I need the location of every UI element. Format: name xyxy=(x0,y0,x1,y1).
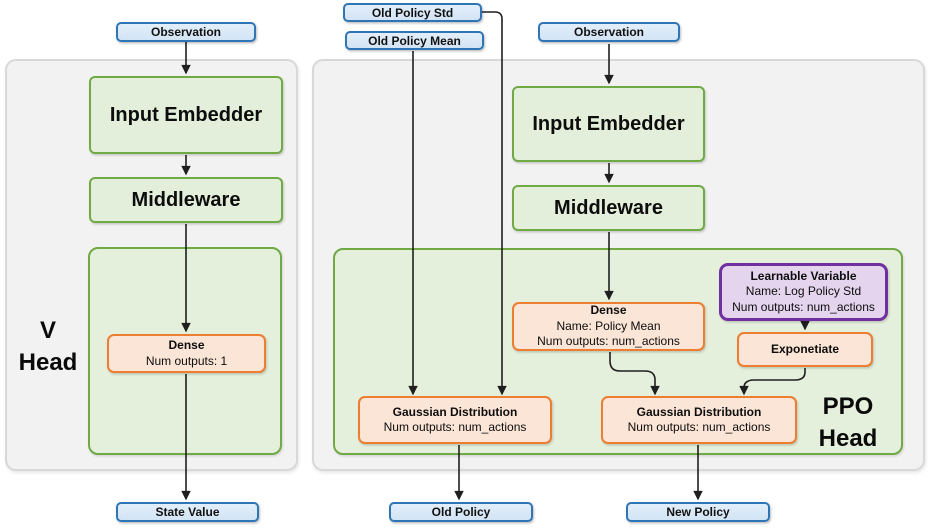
observation-input-right: Observation xyxy=(538,22,680,42)
dense-policy-mean-node: Dense Name: Policy Mean Num outputs: num… xyxy=(512,302,705,351)
old-policy-output: Old Policy xyxy=(389,502,533,522)
old-policy-std-input: Old Policy Std xyxy=(343,3,482,22)
learnable-variable-name: Name: Log Policy Std xyxy=(745,284,862,299)
old-policy-mean-label: Old Policy Mean xyxy=(368,33,461,48)
new-policy-output: New Policy xyxy=(626,502,770,522)
dense-name: Name: Policy Mean xyxy=(556,318,661,333)
dense-title: Dense xyxy=(168,338,205,352)
learnable-variable-outputs: Num outputs: num_actions xyxy=(732,299,875,314)
input-embedder-label: Input Embedder xyxy=(109,103,263,126)
dense-outputs: Num outputs: 1 xyxy=(145,353,228,368)
learnable-variable-title: Learnable Variable xyxy=(750,268,857,283)
state-value-output: State Value xyxy=(116,502,259,522)
middleware-label: Middleware xyxy=(554,196,663,219)
input-embedder-right: Input Embedder xyxy=(512,86,705,162)
old-policy-label: Old Policy xyxy=(431,505,491,519)
v-head-label: V Head xyxy=(18,317,78,376)
observation-label: Observation xyxy=(573,25,645,39)
dense-node-v: Dense Num outputs: 1 xyxy=(107,334,266,373)
gaussian-distribution-old-node: Gaussian Distribution Num outputs: num_a… xyxy=(358,396,552,444)
dense-outputs: Num outputs: num_actions xyxy=(537,334,680,349)
state-value-label: State Value xyxy=(155,505,220,519)
learnable-variable-node: Learnable Variable Name: Log Policy Std … xyxy=(719,263,888,321)
input-embedder-left: Input Embedder xyxy=(89,76,283,154)
exponetiate-label: Exponetiate xyxy=(770,341,839,356)
input-embedder-label: Input Embedder xyxy=(532,112,685,135)
middleware-right: Middleware xyxy=(512,185,705,231)
gaussian-title: Gaussian Distribution xyxy=(392,404,518,419)
gaussian-distribution-new-node: Gaussian Distribution Num outputs: num_a… xyxy=(601,396,797,444)
middleware-label: Middleware xyxy=(131,188,241,211)
observation-input-left: Observation xyxy=(116,22,256,42)
exponetiate-node: Exponetiate xyxy=(737,332,873,367)
ppo-head-label: PPO Head xyxy=(818,393,878,452)
observation-label: Observation xyxy=(150,25,222,39)
gaussian-outputs: Num outputs: num_actions xyxy=(627,420,771,434)
middleware-left: Middleware xyxy=(89,177,283,223)
dense-title: Dense xyxy=(590,303,627,318)
old-policy-std-label: Old Policy Std xyxy=(371,5,454,20)
gaussian-outputs: Num outputs: num_actions xyxy=(383,420,527,434)
gaussian-title: Gaussian Distribution xyxy=(636,404,762,419)
old-policy-mean-input: Old Policy Mean xyxy=(345,31,484,50)
new-policy-label: New Policy xyxy=(666,505,730,519)
